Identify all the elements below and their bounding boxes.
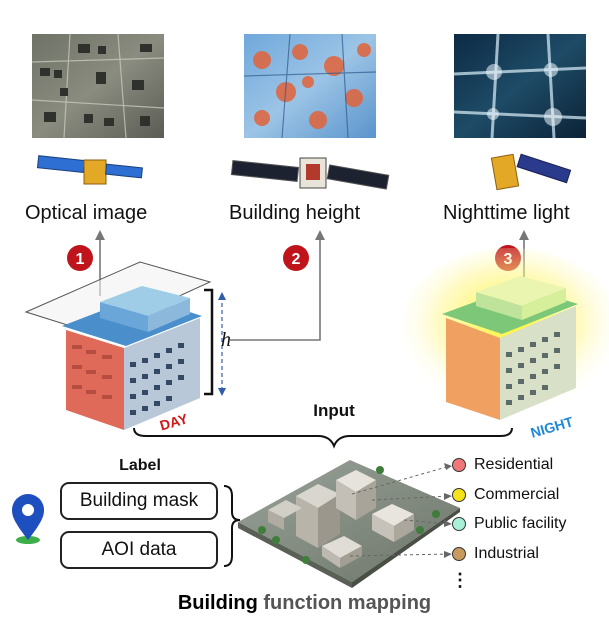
legend-item-residential: Residential (452, 456, 553, 474)
label-box-aoi-data: AOI data (60, 531, 218, 569)
satellite-optical-icon (36, 155, 143, 185)
legend-dot-residential (452, 458, 466, 472)
input-label: Input (313, 401, 355, 420)
caption-building-height: Building height (229, 202, 361, 224)
legend-item-industrial: Industrial (452, 545, 539, 563)
location-pin-icon (12, 494, 44, 544)
legend-label: Public facility (474, 515, 567, 532)
legend-item-commercial: Commercial (452, 486, 559, 504)
building-height-tile (243, 33, 377, 139)
day-label: DAY (158, 410, 190, 433)
svg-text:1: 1 (76, 251, 85, 268)
legend-label: Industrial (474, 545, 539, 562)
satellite-night-icon (490, 153, 572, 191)
legend-dot-public-facility (452, 517, 466, 531)
night-building (400, 248, 609, 420)
legend-leaders (349, 465, 451, 557)
legend-leader-heads (444, 463, 452, 558)
legend-dot-industrial (452, 547, 466, 561)
title-part-building: Building (177, 592, 258, 614)
legend-dot-commercial (452, 488, 466, 502)
optical-image-tile (31, 33, 165, 139)
caption-optical-image: Optical image (25, 202, 148, 224)
legend-item-public-facility: Public facility (452, 515, 566, 533)
input-brace (133, 427, 513, 449)
label-brace (223, 485, 241, 567)
legend-label: Commercial (474, 486, 560, 503)
caption-nighttime-light: Nighttime light (443, 202, 570, 224)
title-part-function-mapping: function mapping (257, 592, 432, 614)
height-symbol: h (221, 329, 231, 351)
nighttime-light-tile (453, 33, 587, 139)
city-model-image (238, 460, 460, 588)
svg-text:2: 2 (292, 251, 301, 268)
legend-label: Residential (474, 456, 554, 473)
step-badge-1: 1 (67, 245, 93, 271)
figure-title: Building function mapping (0, 592, 609, 615)
legend-ellipsis: ⋮ (451, 570, 469, 590)
label-box-building-mask: Building mask (60, 482, 218, 520)
satellite-height-icon (230, 157, 390, 190)
label-heading: Label (119, 457, 161, 474)
arrow-heads (95, 230, 529, 240)
step-badge-2: 2 (283, 245, 309, 271)
night-label: NIGHT (529, 413, 576, 441)
day-building (24, 261, 226, 430)
